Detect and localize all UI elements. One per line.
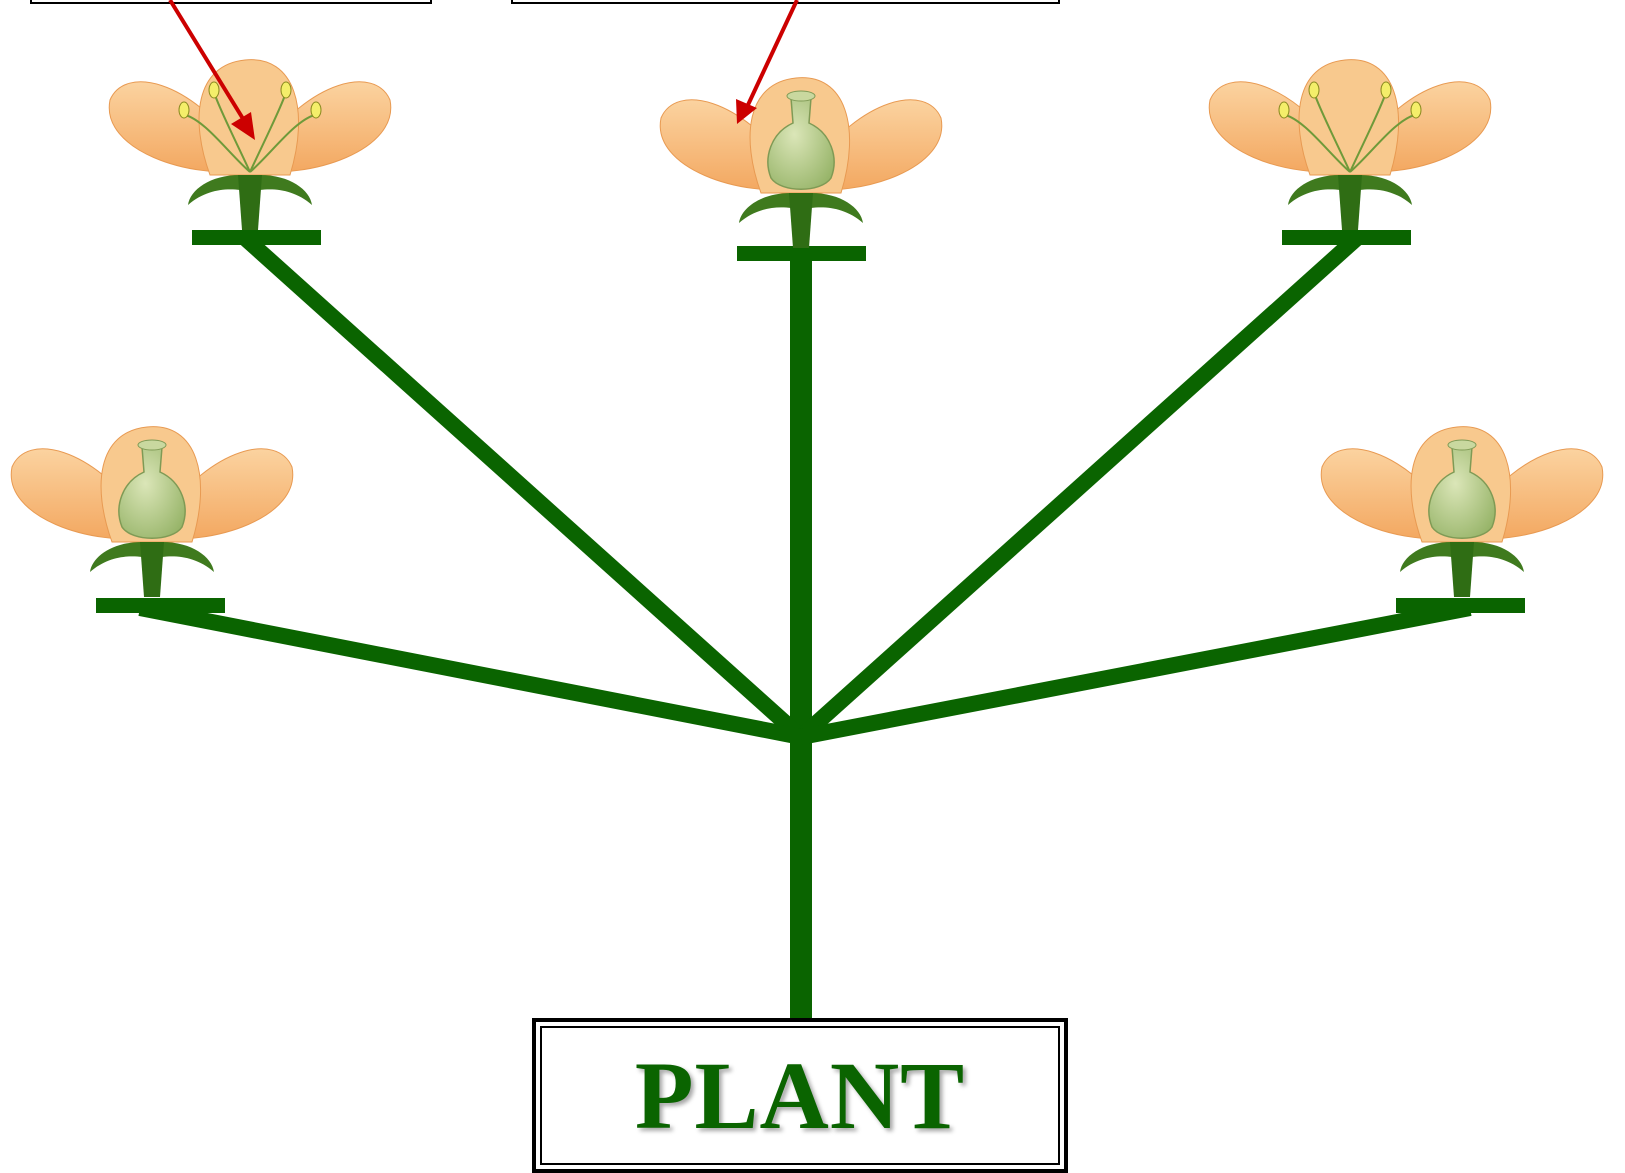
flower-upper-right-staminate	[1209, 60, 1491, 230]
flower-lower-left-pistillate	[11, 427, 293, 597]
crossbar-upper-center	[737, 246, 866, 261]
flower-upper-center-pistillate	[660, 78, 942, 248]
branch-upper-right	[801, 238, 1357, 737]
plant-label: PLANT	[635, 1040, 965, 1151]
branch-lower-right	[801, 608, 1470, 737]
plant-label-box: PLANT	[532, 1018, 1068, 1173]
crossbar-upper-left	[192, 230, 321, 245]
branch-upper-left	[245, 238, 801, 737]
flower-upper-left-staminate	[109, 60, 391, 230]
flower-lower-right-pistillate	[1321, 427, 1603, 597]
plant-label-box-inner: PLANT	[540, 1026, 1060, 1165]
stem-branches	[96, 230, 1525, 1018]
crossbar-lower-left	[96, 598, 225, 613]
branch-lower-left	[140, 608, 801, 737]
crossbar-lower-right	[1396, 598, 1525, 613]
crossbar-upper-right	[1282, 230, 1411, 245]
